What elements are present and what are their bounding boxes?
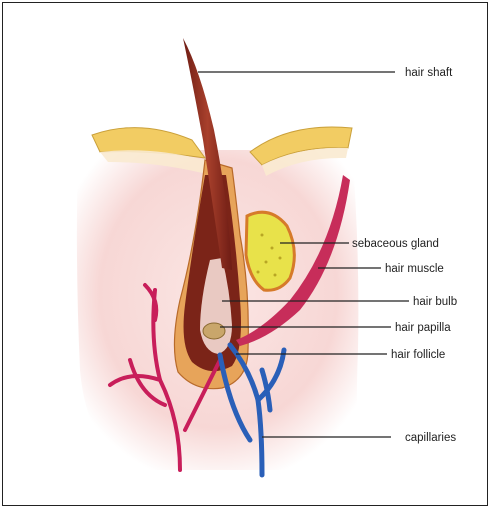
label-hair-muscle: hair muscle (385, 263, 444, 275)
label-hair-papilla: hair papilla (395, 322, 451, 334)
sebaceous-gland (246, 212, 294, 290)
label-hair-bulb: hair bulb (413, 296, 457, 308)
label-capillaries: capillaries (405, 432, 456, 444)
label-sebaceous-gland: sebaceous gland (352, 238, 439, 250)
label-hair-follicle: hair follicle (391, 349, 445, 361)
label-hair-shaft: hair shaft (405, 67, 453, 79)
hair-papilla (203, 323, 225, 339)
